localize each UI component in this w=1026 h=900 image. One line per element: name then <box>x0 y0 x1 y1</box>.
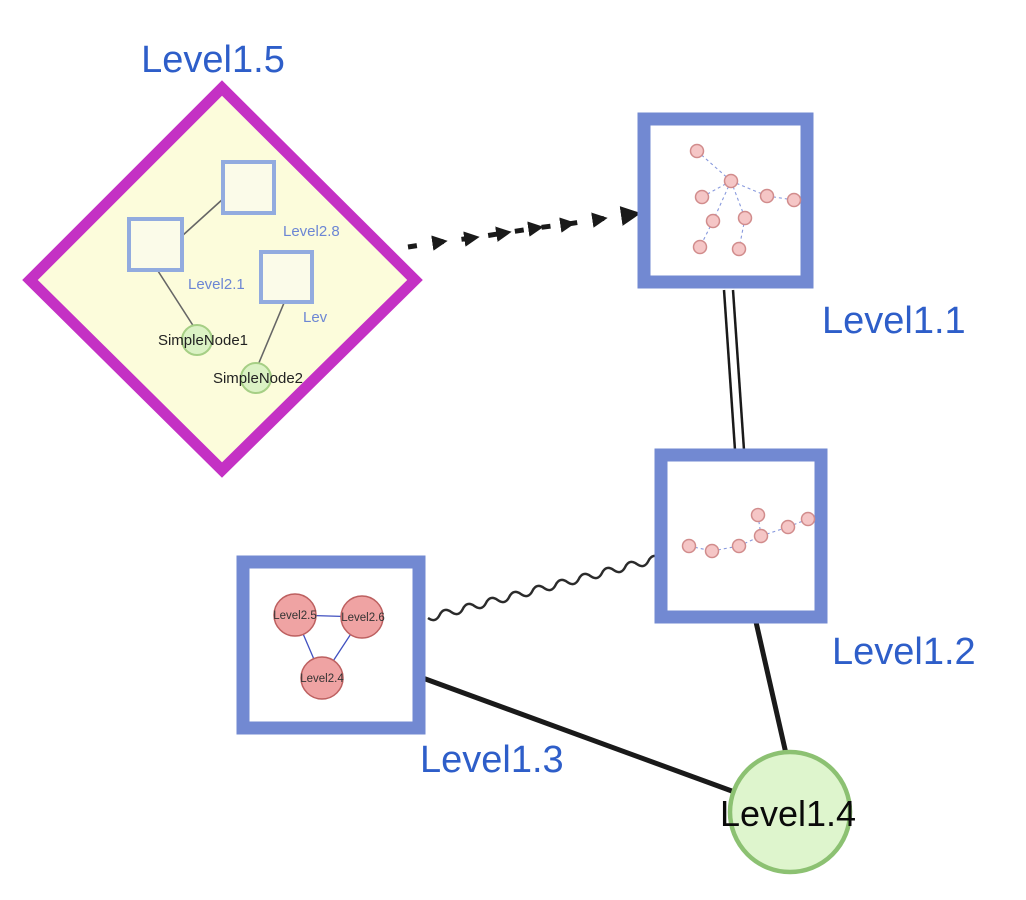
label-level1-3: Level1.3 <box>420 739 564 781</box>
graph-node <box>750 507 766 523</box>
graph-node <box>786 192 802 208</box>
edge-level13-to-level14[interactable] <box>419 674 741 797</box>
label-level1-2: Level1.2 <box>832 631 976 673</box>
label-level1-1: Level1.1 <box>822 300 966 342</box>
node-level1-1[interactable] <box>637 112 814 289</box>
label-level2-5: Level2.5 <box>273 610 316 622</box>
node-level2-4[interactable] <box>300 656 344 700</box>
label-lev: Lev <box>303 309 328 326</box>
edge-level15-to-level11[interactable] <box>407 206 641 251</box>
node-lev[interactable] <box>259 250 314 304</box>
node-level2-1[interactable] <box>127 217 184 272</box>
label-level1-4: Level1.4 <box>720 793 856 834</box>
node-level2-6[interactable] <box>340 595 384 639</box>
edge-level21-to-simplenode1[interactable] <box>157 270 195 328</box>
graph-node <box>731 241 747 257</box>
graph-node <box>681 538 697 554</box>
edge-level12-to-level14[interactable] <box>753 621 790 759</box>
graph-node <box>692 239 708 255</box>
label-level2-1: Level2.1 <box>188 276 245 293</box>
graph-node <box>759 188 775 204</box>
edge-lev-to-simplenode2[interactable] <box>257 302 285 366</box>
label-simplenode2: SimpleNode2 <box>213 370 303 387</box>
graph-node <box>723 173 739 189</box>
edge-level11-to-level12[interactable] <box>722 289 746 451</box>
node-level1-3[interactable] <box>236 555 426 735</box>
graph-node <box>800 511 816 527</box>
node-level2-5[interactable] <box>273 593 317 637</box>
node-simplenode1[interactable] <box>181 324 213 356</box>
node-level1-2[interactable] <box>654 448 828 624</box>
node-simplenode2[interactable] <box>240 362 272 394</box>
node-level1-4[interactable] <box>727 749 853 875</box>
label-level2-6: Level2.6 <box>341 612 384 624</box>
level1-2-inner-nodes[interactable] <box>681 507 816 559</box>
graph-node <box>780 519 796 535</box>
level1-1-inner-nodes[interactable] <box>689 143 802 257</box>
graph-node <box>704 543 720 559</box>
graph-node <box>731 538 747 554</box>
graph-node <box>753 528 769 544</box>
graph-node <box>737 210 753 226</box>
node-level2-8[interactable] <box>221 160 276 215</box>
graph-node <box>705 213 721 229</box>
label-level1-5: Level1.5 <box>141 39 285 81</box>
edge-level21-to-level28[interactable] <box>181 197 225 237</box>
label-level2-8: Level2.8 <box>283 223 340 240</box>
graph-node <box>694 189 710 205</box>
label-level2-4: Level2.4 <box>300 673 344 685</box>
graph-node <box>689 143 705 159</box>
label-simplenode1: SimpleNode1 <box>158 332 248 349</box>
edge-level13-to-level12[interactable] <box>427 554 661 622</box>
node-level1-5[interactable] <box>22 80 423 478</box>
